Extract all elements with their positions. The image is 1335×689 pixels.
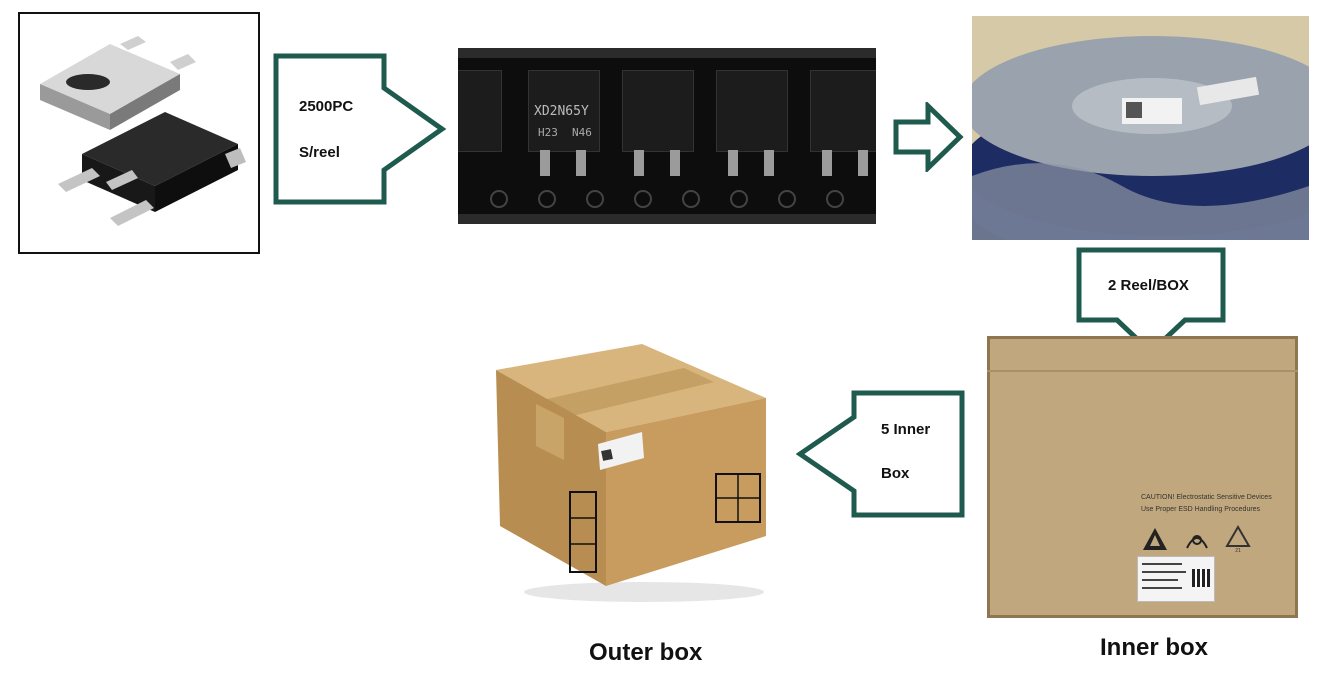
svg-text:21: 21 bbox=[1235, 548, 1241, 554]
chip-marking-part: XD2N65Y bbox=[534, 104, 589, 119]
component-image bbox=[18, 12, 260, 254]
outer-box-caption: Outer box bbox=[589, 639, 703, 666]
qr-code bbox=[1192, 569, 1210, 587]
arrow-step1 bbox=[273, 53, 447, 205]
recycle-icon: 21 bbox=[1225, 525, 1251, 554]
to252-package-illustration bbox=[40, 36, 246, 226]
chip-marking-code-right: N46 bbox=[572, 126, 592, 139]
chip-1 bbox=[458, 70, 502, 152]
step1-label-line2: S/reel bbox=[299, 144, 340, 161]
outer-box-illustration bbox=[496, 344, 766, 602]
inner-box-label-sticker bbox=[1137, 556, 1215, 602]
chip-5 bbox=[810, 70, 876, 152]
step3-label-line1: 5 Inner bbox=[881, 421, 931, 438]
arrow-step2 bbox=[893, 102, 964, 172]
esd-warning-icon bbox=[1143, 528, 1167, 550]
reel-illustration bbox=[972, 16, 1309, 240]
chip-marking-code-left: H23 bbox=[538, 126, 558, 139]
caution-line2: Use Proper ESD Handling Procedures bbox=[1141, 506, 1261, 513]
inner-box-caption: Inner box bbox=[1100, 634, 1209, 661]
chip-4 bbox=[716, 70, 788, 152]
step2-label: 2 Reel/BOX bbox=[1108, 277, 1189, 294]
step1-label-line1: 2500PC bbox=[299, 98, 354, 115]
carrier-tape-image: XD2N65Y H23 N46 bbox=[458, 48, 876, 224]
step3-label-line2: Box bbox=[881, 465, 910, 482]
reel-image bbox=[972, 16, 1309, 240]
inner-box-image: CAUTION! Electrostatic Sensitive Devices… bbox=[987, 336, 1298, 618]
caution-line1: CAUTION! Electrostatic Sensitive Devices bbox=[1141, 494, 1272, 501]
arrow-step4 bbox=[796, 390, 965, 518]
chip-3 bbox=[622, 70, 694, 152]
chip-2 bbox=[528, 70, 600, 152]
esd-protection-icon bbox=[1186, 535, 1208, 549]
